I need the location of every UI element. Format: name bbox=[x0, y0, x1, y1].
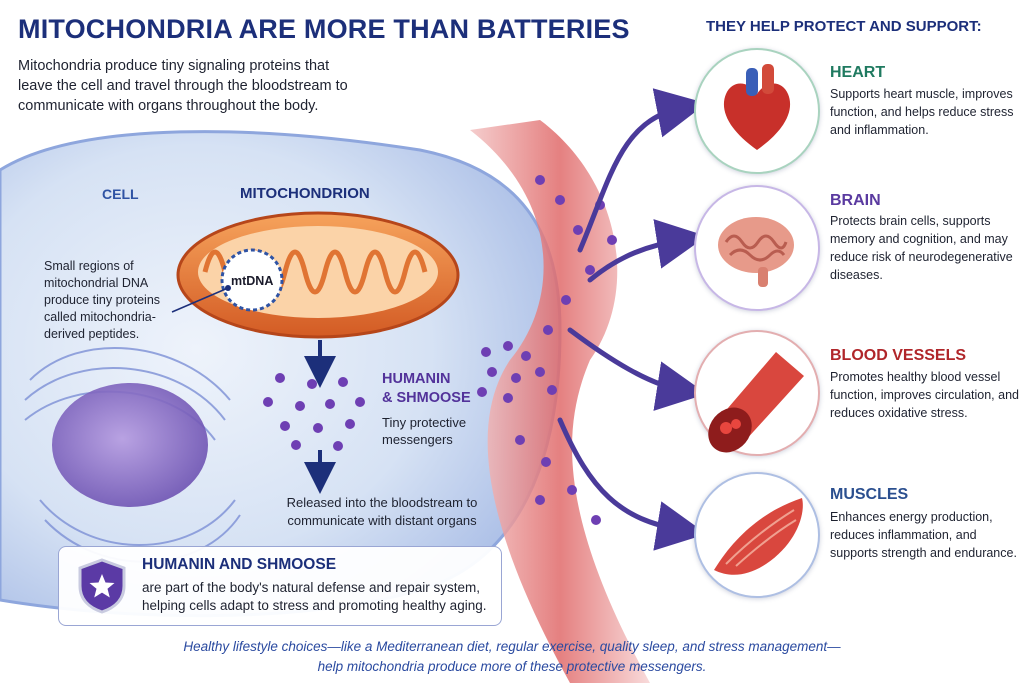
organ-title-blood-vessels: BLOOD VESSELS bbox=[830, 347, 967, 364]
blood-vessel-icon bbox=[708, 352, 804, 453]
peptides-subtitle: Tiny protective messengers bbox=[382, 415, 467, 447]
organ-title-heart: HEART bbox=[830, 64, 886, 81]
footer-line-2: help mitochondria produce more of these … bbox=[317, 659, 707, 674]
heart-circle bbox=[694, 48, 820, 174]
muscle-icon bbox=[714, 498, 803, 575]
organ-text-brain: Protects brain cells, supports memory an… bbox=[830, 214, 1013, 282]
mtdna-note: Small regions of mitochondrial DNA produ… bbox=[44, 259, 161, 341]
nucleus bbox=[52, 383, 208, 507]
peptides-title: HUMANIN & SHMOOSE bbox=[382, 370, 471, 408]
organs-heading: THEY HELP PROTECT AND SUPPORT: bbox=[706, 18, 982, 35]
organ-text-blood-vessels: Promotes healthy blood vessel function, … bbox=[830, 370, 1019, 420]
organ-title-muscles: MUSCLES bbox=[830, 486, 909, 503]
mitochondrion bbox=[176, 211, 460, 339]
mtdna-pointer bbox=[171, 287, 229, 313]
brain-icon bbox=[718, 217, 794, 287]
muscles-circle bbox=[694, 472, 820, 598]
released-text: Released into the bloodstream to communi… bbox=[286, 495, 478, 528]
peptide-dots bbox=[263, 175, 617, 525]
intro-text: Mitochondria produce tiny signaling prot… bbox=[18, 58, 348, 114]
blood-vessels-circle bbox=[694, 330, 820, 456]
organ-arrows bbox=[557, 88, 707, 551]
blood-vessel-band bbox=[470, 120, 650, 683]
mitochondrion-label: MITOCHONDRION bbox=[240, 185, 370, 202]
peptides-title-line2: & SHMOOSE bbox=[382, 390, 471, 406]
organ-title-brain: BRAIN bbox=[830, 192, 881, 209]
brain-circle bbox=[694, 185, 820, 311]
footer-line-1: Healthy lifestyle choices—like a Mediter… bbox=[183, 639, 841, 654]
page-title: MITOCHONDRIA ARE MORE THAN BATTERIES bbox=[18, 14, 630, 44]
cell-label: CELL bbox=[102, 186, 139, 202]
mtdna-label: mtDNA bbox=[231, 274, 274, 288]
star-shield-icon bbox=[78, 558, 126, 614]
heart-icon bbox=[723, 64, 791, 150]
peptides-title-line1: HUMANIN bbox=[382, 371, 451, 387]
organ-text-muscles: Enhances energy production, reduces infl… bbox=[830, 510, 1017, 560]
footer-note: Healthy lifestyle choices—like a Mediter… bbox=[60, 637, 964, 677]
info-box-title: HUMANIN AND SHMOOSE bbox=[142, 556, 337, 573]
organ-text-heart: Supports heart muscle, improves function… bbox=[830, 87, 1014, 137]
info-box bbox=[58, 546, 502, 626]
info-box-text: are part of the body's natural defense a… bbox=[142, 580, 487, 613]
